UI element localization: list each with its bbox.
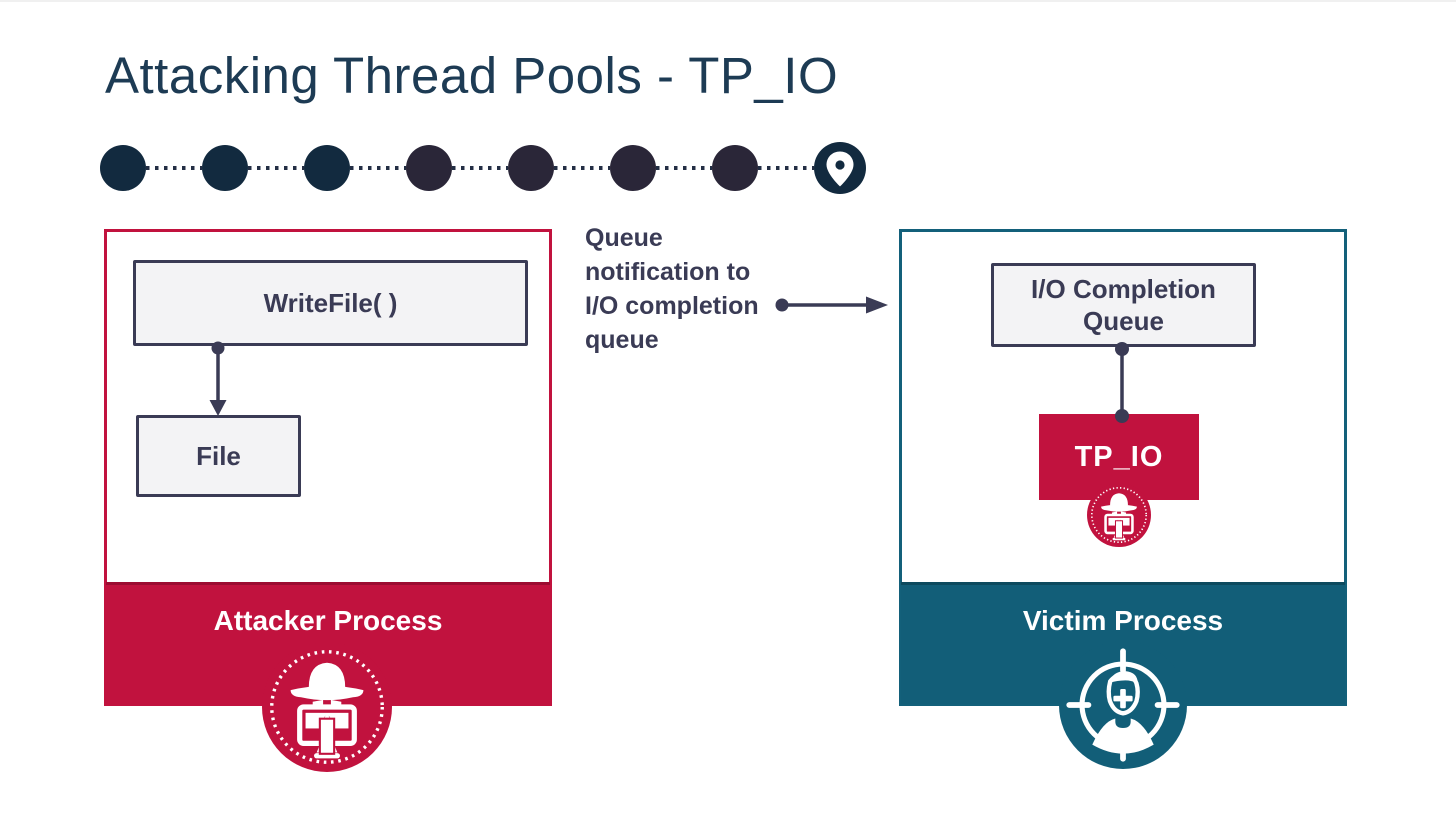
victim-process-box: I/O Completion Queue TP_IO Victim Proces… (899, 229, 1347, 706)
progress-connector (656, 166, 712, 170)
queue-notification-arrow (775, 296, 888, 314)
progress-connector (452, 166, 508, 170)
progress-step-dot (712, 145, 758, 191)
tp-io-label: TP_IO (1074, 440, 1164, 473)
slide-title: Attacking Thread Pools - TP_IO (105, 47, 839, 104)
progress-step-dot (100, 145, 146, 191)
progress-connector (248, 166, 304, 170)
location-pin-icon (814, 142, 866, 194)
progress-step-dot (508, 145, 554, 191)
file-box: File (136, 415, 301, 497)
tp-io-box: TP_IO (1039, 414, 1199, 500)
io-completion-queue-box: I/O Completion Queue (991, 263, 1256, 347)
progress-connector (758, 166, 814, 170)
progress-dots (100, 145, 814, 191)
progress-step-dot (202, 145, 248, 191)
writefile-box: WriteFile( ) (133, 260, 528, 346)
progress-connector (350, 166, 406, 170)
progress-tracker (100, 142, 866, 194)
progress-step-dot (304, 145, 350, 191)
queue-notification-annotation: Queue notification to I/O completion que… (585, 224, 759, 354)
progress-step-dot (406, 145, 452, 191)
progress-connector (554, 166, 610, 170)
io-completion-queue-label: I/O Completion Queue (1031, 273, 1216, 337)
attacker-process-title: Attacker Process (213, 605, 443, 636)
progress-connector (146, 166, 202, 170)
progress-step-dot (610, 145, 656, 191)
attacker-process-box: WriteFile( ) File Attacker Process (104, 229, 552, 706)
writefile-label: WriteFile( ) (263, 287, 398, 318)
hacker-icon (1087, 483, 1151, 547)
file-label: File (196, 440, 241, 471)
hacker-icon (262, 642, 392, 772)
target-victim-icon (1059, 641, 1187, 769)
victim-process-title: Victim Process (1022, 605, 1224, 636)
